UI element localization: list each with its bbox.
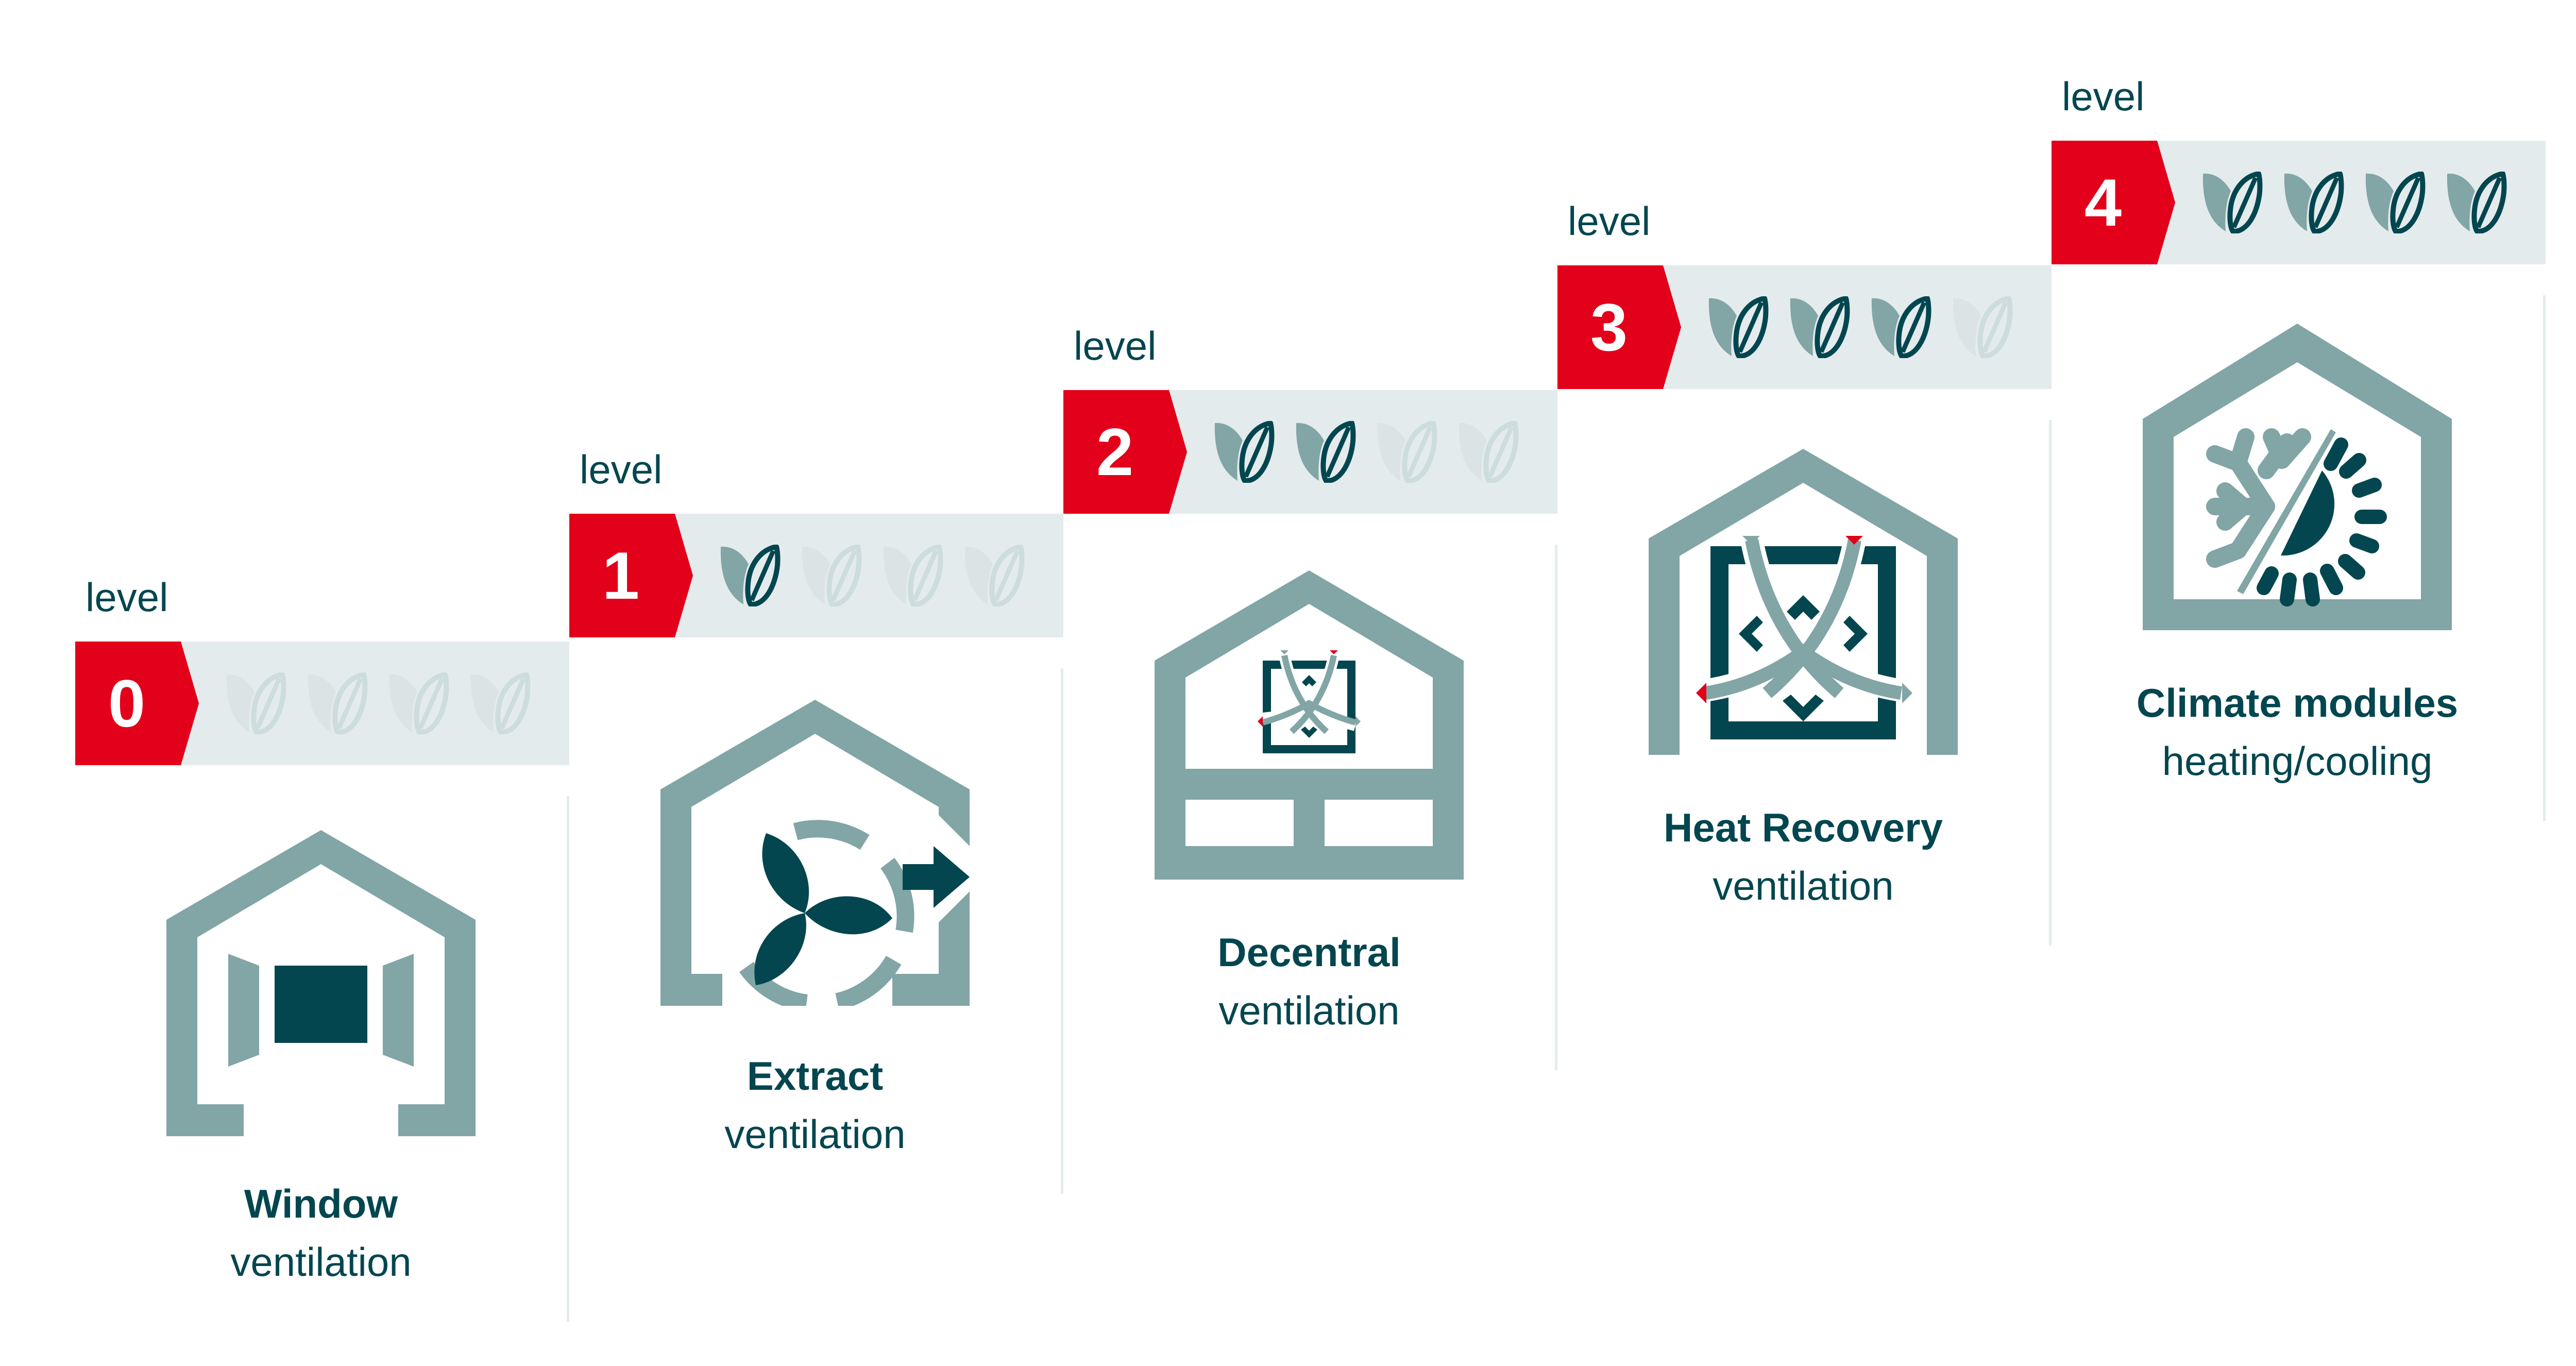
leaf-icon-inactive bbox=[964, 545, 1025, 606]
leaf-icon-inactive bbox=[1459, 421, 1519, 483]
level-caption: Heat Recovery ventilation bbox=[1557, 799, 2049, 915]
leaf-icon-active bbox=[2447, 172, 2507, 233]
leaf-icon-inactive bbox=[389, 672, 449, 734]
level-bar: 0 bbox=[75, 642, 569, 765]
level-caption: Climate modules heating/cooling bbox=[2052, 674, 2543, 790]
caption-subtitle: ventilation bbox=[724, 1111, 906, 1157]
badge-shape bbox=[1557, 265, 1681, 389]
level-label: level bbox=[2062, 74, 2145, 119]
heat-recovery-house-icon bbox=[1649, 449, 1958, 755]
leaf-icon-active bbox=[2202, 172, 2263, 233]
leaf-icon-active bbox=[1708, 296, 1769, 358]
leaf-rating bbox=[1707, 296, 2013, 358]
level-label: level bbox=[580, 447, 663, 492]
leaf-rating bbox=[719, 545, 1025, 606]
caption-subtitle: ventilation bbox=[1713, 863, 1894, 909]
level-number: 3 bbox=[1590, 290, 1628, 365]
level-badge: 4 bbox=[2052, 141, 2175, 264]
caption-subtitle: heating/cooling bbox=[2162, 738, 2433, 784]
level-column: Heat Recovery ventilation bbox=[1557, 420, 2052, 946]
decentral-unit-house-icon bbox=[1155, 570, 1464, 880]
leaf-icon-inactive bbox=[1377, 421, 1437, 483]
badge-shape bbox=[75, 642, 199, 765]
snowflake-icon bbox=[2206, 428, 2311, 568]
leaf-icon-inactive bbox=[1953, 296, 2013, 358]
level-caption: Decentral ventilation bbox=[1063, 923, 1555, 1040]
level-caption: Extract ventilation bbox=[569, 1047, 1061, 1163]
level-column: Window ventilation bbox=[75, 796, 569, 1322]
caption-title: Heat Recovery bbox=[1664, 805, 1943, 850]
leaf-icon-inactive bbox=[470, 672, 531, 734]
caption-title: Window bbox=[244, 1181, 398, 1226]
leaf-icon-active bbox=[1296, 421, 1356, 483]
level-column: Extract ventilation bbox=[569, 668, 1063, 1194]
caption-subtitle: ventilation bbox=[1218, 988, 1400, 1034]
leaf-icon-active bbox=[1214, 421, 1275, 483]
level-label: level bbox=[1074, 323, 1157, 368]
level-column: Decentral ventilation bbox=[1063, 545, 1557, 1070]
level-bar: 2 bbox=[1063, 390, 1557, 514]
level-label: level bbox=[1568, 198, 1651, 244]
level-badge: 0 bbox=[75, 642, 199, 765]
leaf-icon-inactive bbox=[802, 545, 862, 606]
sun-rays-icon bbox=[2257, 437, 2387, 606]
badge-shape bbox=[569, 514, 693, 637]
fan-house-icon bbox=[660, 700, 970, 1006]
level-bar: 1 bbox=[569, 514, 1063, 637]
badge-shape bbox=[1063, 390, 1187, 514]
level-badge: 1 bbox=[569, 514, 693, 637]
level-number: 2 bbox=[1096, 414, 1134, 490]
leaf-icon-active bbox=[720, 545, 781, 606]
level-bar: 4 bbox=[2052, 141, 2546, 264]
climate-house-icon bbox=[2143, 324, 2452, 630]
leaf-icon-active bbox=[1790, 296, 1850, 358]
leaf-rating bbox=[1213, 421, 1519, 483]
level-number: 1 bbox=[602, 538, 640, 613]
leaf-icon-inactive bbox=[226, 672, 286, 734]
badge-shape bbox=[2052, 141, 2175, 264]
leaf-rating bbox=[225, 672, 531, 734]
leaf-icon-inactive bbox=[308, 672, 368, 734]
level-column: Climate modules heating/cooling bbox=[2052, 295, 2546, 821]
leaf-icon-active bbox=[1871, 296, 1931, 358]
level-badge: 3 bbox=[1557, 265, 1681, 389]
caption-title: Climate modules bbox=[2136, 680, 2459, 726]
window-house-icon bbox=[166, 830, 476, 1136]
leaf-icon-active bbox=[2284, 172, 2344, 233]
leaf-rating bbox=[2201, 172, 2507, 233]
caption-title: Extract bbox=[747, 1053, 884, 1099]
level-number: 4 bbox=[2084, 165, 2122, 240]
level-caption: Window ventilation bbox=[75, 1175, 567, 1291]
level-number: 0 bbox=[108, 666, 146, 741]
leaf-icon-active bbox=[2365, 172, 2426, 233]
level-label: level bbox=[86, 575, 168, 620]
caption-title: Decentral bbox=[1217, 930, 1401, 975]
level-bar: 3 bbox=[1557, 265, 2052, 389]
level-badge: 2 bbox=[1063, 390, 1187, 514]
leaf-icon-inactive bbox=[883, 545, 943, 606]
caption-subtitle: ventilation bbox=[230, 1239, 412, 1285]
